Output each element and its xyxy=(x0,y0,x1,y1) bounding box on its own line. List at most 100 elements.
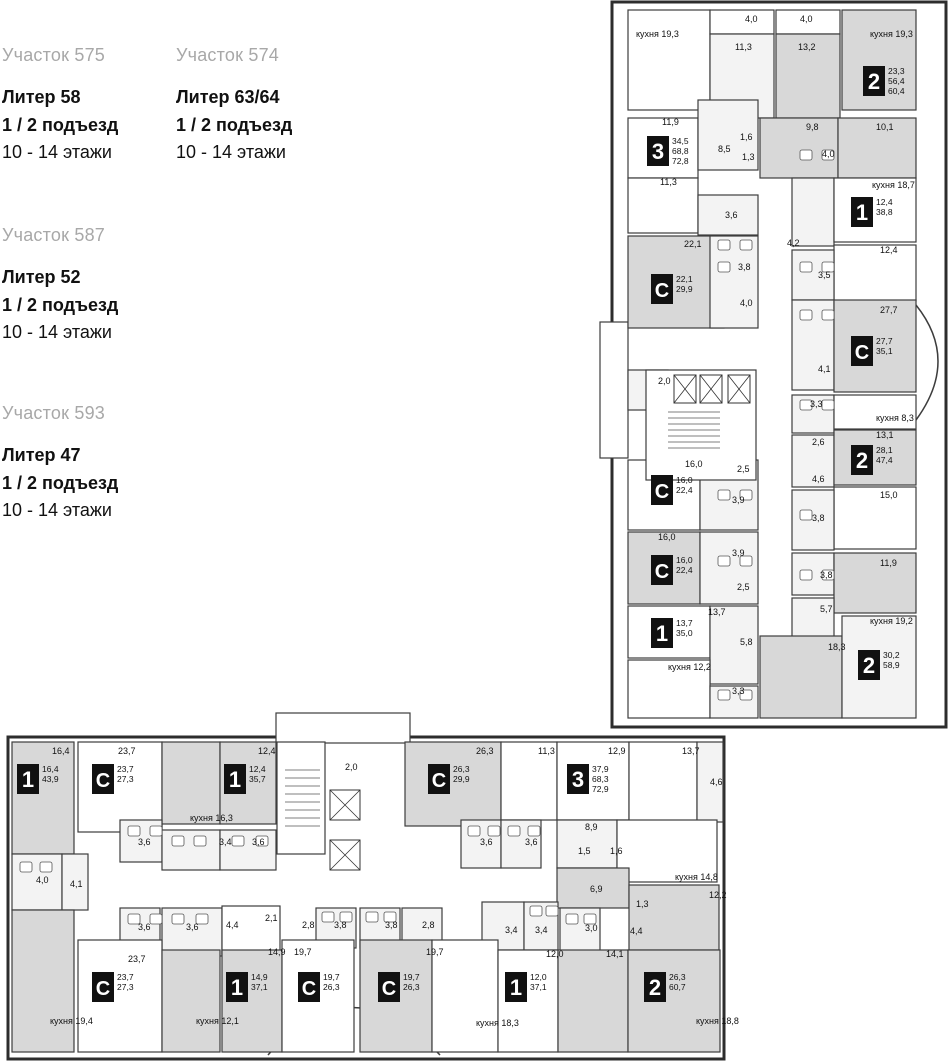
apartment-badge[interactable]: С16,022,4 xyxy=(651,555,693,585)
room-area-label: кухня 14,8 xyxy=(675,872,718,882)
room-cell xyxy=(11,909,75,1053)
room-cell xyxy=(833,486,917,550)
floors-info: 10 - 14 этажи xyxy=(2,142,112,162)
bath-fixture xyxy=(171,835,185,847)
bath-fixture xyxy=(321,911,335,923)
room-area-label: 3,6 xyxy=(138,922,151,932)
bath-fixture xyxy=(821,569,835,581)
apartment-area-value: 72,9 xyxy=(592,784,609,794)
bath-fixture xyxy=(717,555,731,567)
room-area-label: 8,9 xyxy=(585,822,598,832)
entrance-canopy xyxy=(275,712,411,744)
bath-fixture xyxy=(231,835,245,847)
room-cell xyxy=(791,177,835,247)
room-area-label: 12,0 xyxy=(546,949,564,959)
room-cell xyxy=(627,659,711,719)
room-cell xyxy=(791,597,835,639)
apartment-type: 3 xyxy=(572,767,584,792)
plot-legend-587: Участок 587 Литер 52 1 / 2 подъезд 10 - … xyxy=(2,225,118,346)
room-area-label: 3,3 xyxy=(732,686,745,696)
apartment-badge[interactable]: С23,727,3 xyxy=(92,972,134,1002)
room-cell xyxy=(161,949,221,1053)
room-area-label: 4,6 xyxy=(812,474,825,484)
bath-fixture xyxy=(739,489,753,501)
floors-info: 10 - 14 этажи xyxy=(2,322,112,342)
bath-fixture xyxy=(799,569,813,581)
room-area-label: 3,8 xyxy=(334,920,347,930)
rooms-layer xyxy=(11,9,917,1053)
plot-number: Участок 593 xyxy=(2,403,105,423)
apartment-area-value: 22,4 xyxy=(676,565,693,575)
bath-fixture xyxy=(255,835,269,847)
apartment-area-value: 22,1 xyxy=(676,274,693,284)
apartment-badge[interactable]: С16,022,4 xyxy=(651,475,693,505)
room-cell xyxy=(628,884,720,951)
room-area-label: 14,9 xyxy=(268,947,286,957)
apartment-badge[interactable]: С27,735,1 xyxy=(851,336,893,366)
apartment-badge[interactable]: С19,726,3 xyxy=(298,972,340,1002)
room-area-label: 16,0 xyxy=(658,532,676,542)
room-area-label: кухня 16,3 xyxy=(190,813,233,823)
room-cell xyxy=(791,434,835,488)
bath-fixture xyxy=(717,489,731,501)
apartment-badge[interactable]: С19,726,3 xyxy=(378,972,420,1002)
room-area-label: 2,1 xyxy=(265,913,278,923)
room-cell xyxy=(791,489,835,551)
apartment-area-value: 26,3 xyxy=(453,764,470,774)
room-area-label: 22,1 xyxy=(684,239,702,249)
room-area-label: 13,2 xyxy=(798,42,816,52)
room-area-label: 3,5 xyxy=(818,270,831,280)
room-area-label: 2,8 xyxy=(422,920,435,930)
room-area-label: 3,9 xyxy=(732,548,745,558)
room-area-label: 4,0 xyxy=(740,298,753,308)
room-area-label: 3,6 xyxy=(725,210,738,220)
apartment-area-value: 26,3 xyxy=(403,982,420,992)
apartment-area-value: 26,3 xyxy=(323,982,340,992)
apartment-type: 2 xyxy=(868,69,880,94)
apartment-type: С xyxy=(96,978,110,1000)
apartment-badge[interactable]: С22,129,9 xyxy=(651,274,693,304)
room-cell xyxy=(709,235,759,329)
apartment-type: 1 xyxy=(22,767,34,792)
liter-name: Литер 52 xyxy=(2,267,81,287)
room-area-label: 3,8 xyxy=(385,920,398,930)
room-cell xyxy=(221,905,281,955)
room-area-label: 23,7 xyxy=(128,954,146,964)
room-area-label: 18,3 xyxy=(828,642,846,652)
room-area-label: 5,7 xyxy=(820,604,833,614)
apartment-area-value: 60,4 xyxy=(888,86,905,96)
room-cell xyxy=(775,9,841,35)
apartment-area-value: 38,8 xyxy=(876,207,893,217)
apartment-badge[interactable]: С26,329,9 xyxy=(428,764,470,794)
room-cell xyxy=(697,99,759,171)
room-area-label: 4,4 xyxy=(630,926,643,936)
room-area-label: 1,6 xyxy=(740,132,753,142)
room-cell xyxy=(696,741,724,823)
room-cell xyxy=(709,9,775,35)
bath-fixture xyxy=(467,825,481,837)
room-area-label: 2,5 xyxy=(737,464,750,474)
room-area-label: 3,8 xyxy=(738,262,751,272)
room-cell xyxy=(833,394,917,430)
apartment-area-value: 12,0 xyxy=(530,972,547,982)
apartment-badge[interactable]: С23,727,3 xyxy=(92,764,134,794)
room-area-label: 16,4 xyxy=(52,746,70,756)
apartment-area-value: 34,5 xyxy=(672,136,689,146)
entrance-info: 1 / 2 подъезд xyxy=(176,115,293,135)
apartment-area-value: 68,3 xyxy=(592,774,609,784)
plot-legend-574: Участок 574 Литер 63/64 1 / 2 подъезд 10… xyxy=(176,45,292,166)
bath-fixture xyxy=(799,309,813,321)
